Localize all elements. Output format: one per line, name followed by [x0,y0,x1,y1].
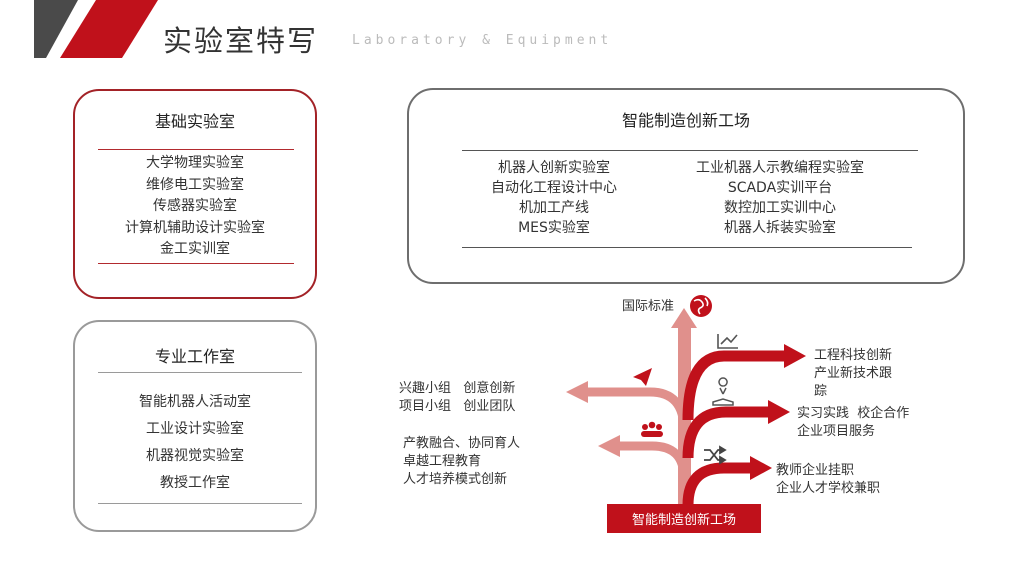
pro-studio-list: 智能机器人活动室 工业设计实验室 机器视觉实验室 教授工作室 [75,389,315,497]
list-item: SCADA实训平台 [727,180,833,196]
tree-text-line: 工程科技创新 [814,348,893,363]
tree-top-label: 国际标准 [622,299,675,314]
tree-text-line: 项目小组 创业团队 [399,399,516,414]
globe-icon [690,295,712,317]
growth-tree-diagram [566,295,806,510]
location-book-icon [712,377,734,406]
list-item: 机器人创新实验室 [498,160,610,176]
tree-text-line: 产教融合、协同育人 [403,436,521,451]
tree-right-text-3: 教师企业挂职 企业人才学校兼职 [776,462,880,498]
list-item: 工业机器人示教编程实验室 [696,160,864,176]
header-decoration [34,0,158,58]
right-branch-middle [682,406,770,459]
pro-studio-title: 专业工作室 [154,347,235,366]
list-item: 维修电工实验室 [146,176,244,193]
left-branch-lower [616,441,689,479]
left-branch-upper-arrowhead [566,381,588,403]
tree-text-line: 企业人才学校兼职 [776,481,881,496]
pro-studio-card: 专业工作室 智能机器人活动室 工业设计实验室 机器视觉实验室 教授工作室 [73,320,317,532]
right-branch-bottom-arrowhead [750,456,772,480]
tree-text-line: 产业新技术跟 [814,366,893,381]
smart-factory-card: 智能制造创新工场 机器人创新实验室 自动化工程设计中心 机加工产线 MES实验室… [407,88,965,284]
list-item: MES实验室 [518,220,590,236]
smart-factory-left-list: 机器人创新实验室 自动化工程设计中心 机加工产线 MES实验室 [459,158,649,238]
list-item: 自动化工程设计中心 [491,180,617,196]
list-item: 机加工产线 [519,200,589,216]
basic-lab-top-rule [98,149,294,150]
list-item: 教授工作室 [160,475,230,491]
smart-factory-bottom-rule [462,247,912,248]
line-chart-icon [717,334,738,349]
basic-lab-title: 基础实验室 [154,112,235,131]
smart-factory-top-rule [462,150,918,151]
group-icon [641,421,663,437]
list-item: 传感器实验室 [153,198,237,214]
tree-text-line: 卓越工程教育 [403,454,482,469]
right-branch-middle-arrowhead [768,400,790,424]
shuffle-icon [704,445,727,465]
tree-trunk-arrowhead [671,308,697,328]
tree-left-text-2: 产教融合、协同育人 卓越工程教育 人才培养模式创新 [403,435,520,489]
list-item: 智能机器人活动室 [139,394,251,410]
basic-lab-bottom-rule [98,263,294,264]
tree-text-line: 人才培养模式创新 [403,472,508,487]
basic-lab-card: 基础实验室 大学物理实验室 维修电工实验室 传感器实验室 计算机辅助设计实验室 … [73,89,317,299]
page-title: 实验室特写 [163,24,319,58]
smart-factory-right-list: 工业机器人示教编程实验室 SCADA实训平台 数控加工实训中心 机器人拆装实验室 [679,158,881,238]
basic-lab-list: 大学物理实验室 维修电工实验室 传感器实验室 计算机辅助设计实验室 金工实训室 [75,153,315,261]
list-item: 数控加工实训中心 [724,200,836,216]
page-subtitle: Laboratory & Equipment [352,33,613,48]
right-branch-top [682,350,786,421]
header-red-slash [60,0,158,58]
tree-right-text-2: 实习实践 校企合作 企业项目服务 [797,405,909,441]
left-branch-lower-arrowhead [598,435,620,457]
tree-base-label-text: 智能制造创新工场 [631,513,736,528]
tree-right-text-1: 工程科技创新 产业新技术跟 踪 [814,347,892,401]
tree-text-line: 企业项目服务 [797,424,876,439]
left-branch-upper [584,387,689,431]
tree-left-text-1: 兴趣小组 创意创新 项目小组 创业团队 [399,380,515,416]
tree-base-label: 智能制造创新工场 [607,504,761,533]
tree-text-line: 兴趣小组 创意创新 [399,381,516,396]
pro-studio-top-rule [98,372,302,373]
tree-text-line: 教师企业挂职 [776,463,855,478]
list-item: 大学物理实验室 [146,155,244,171]
tree-text-line: 实习实践 校企合作 [797,406,910,421]
right-branch-top-arrowhead [784,344,806,368]
header-grey-block [34,0,78,58]
pro-studio-bottom-rule [98,503,302,504]
paper-plane-icon [633,368,652,386]
list-item: 金工实训室 [160,241,230,257]
list-item: 机器视觉实验室 [146,448,244,464]
list-item: 工业设计实验室 [146,421,244,437]
list-item: 机器人拆装实验室 [724,220,836,236]
smart-factory-title: 智能制造创新工场 [621,111,750,130]
right-branch-bottom [682,462,752,506]
tree-text-line: 踪 [814,384,828,399]
list-item: 计算机辅助设计实验室 [125,219,265,236]
